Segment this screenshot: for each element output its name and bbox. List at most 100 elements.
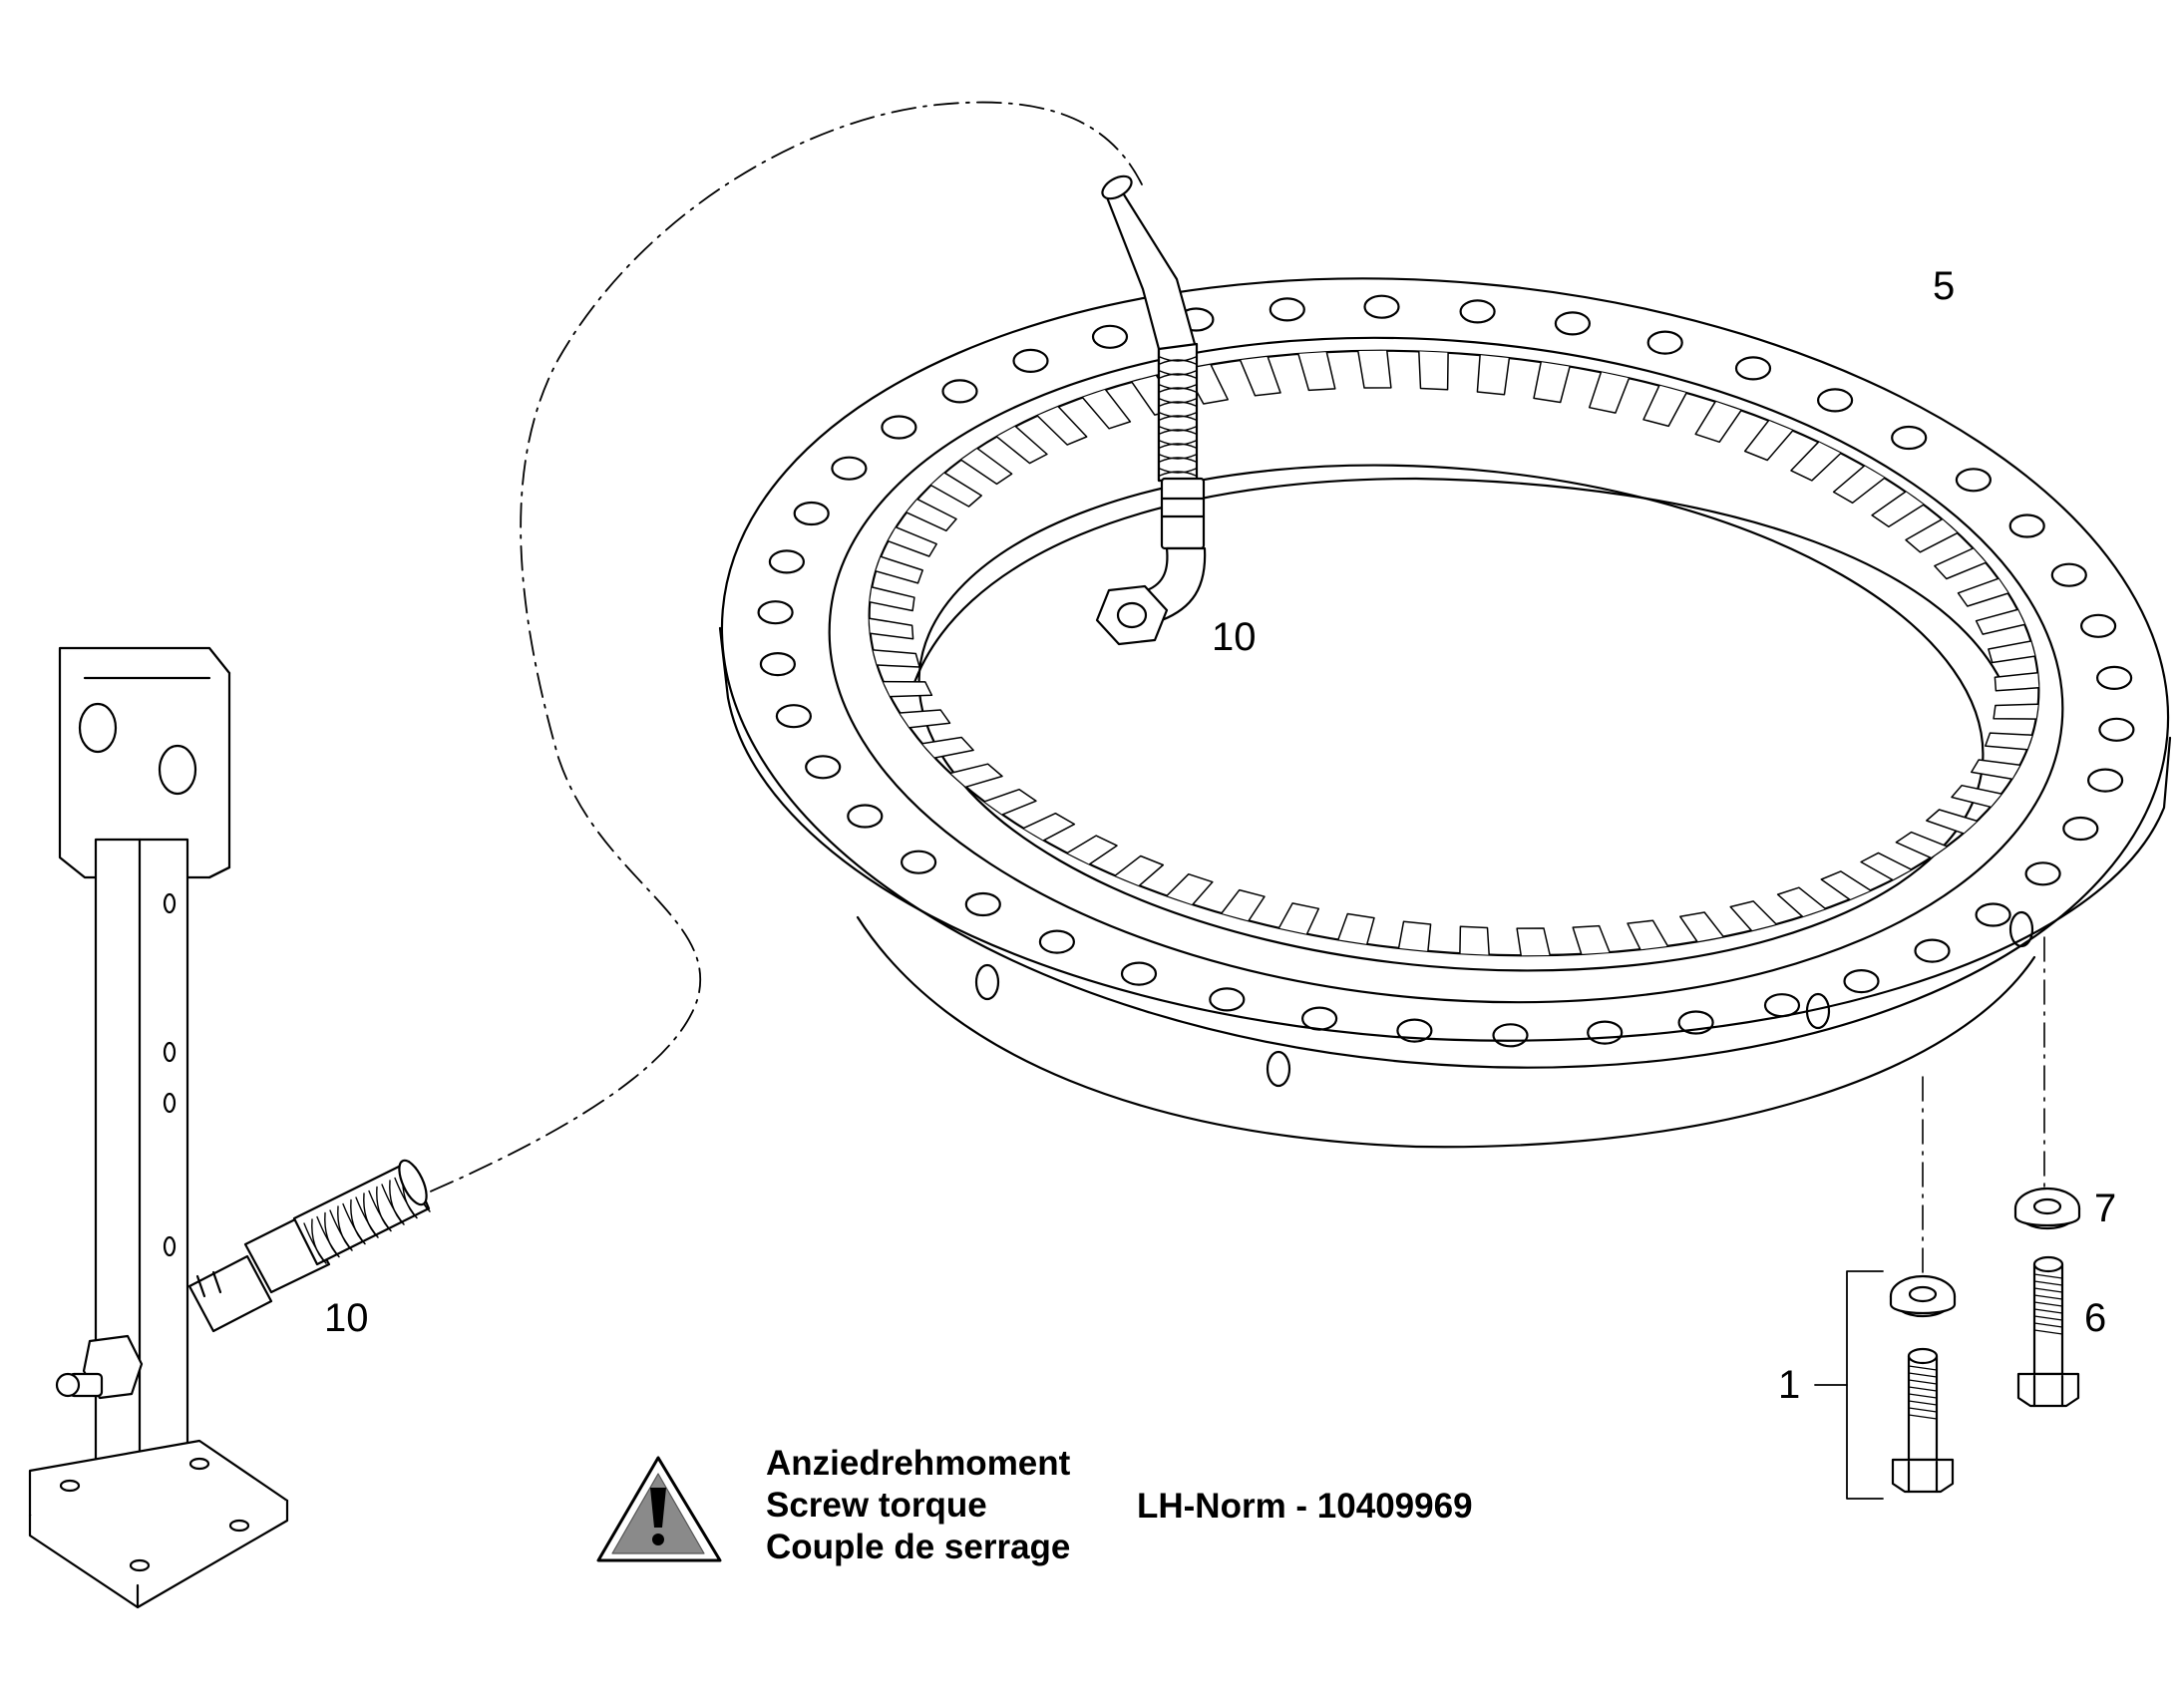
gear-tooth — [1337, 912, 1375, 945]
flange-hole — [805, 755, 842, 780]
flange-hole — [1914, 938, 1951, 963]
thread-line — [1908, 1393, 1938, 1399]
gear-tooth — [1627, 919, 1669, 950]
flange-hole — [757, 600, 794, 625]
flange-hole — [1396, 1018, 1433, 1043]
braid-line — [1159, 457, 1197, 463]
braid-line — [324, 1211, 340, 1258]
hose-lower — [187, 1159, 431, 1333]
gear-tooth — [929, 472, 982, 508]
flange-hole — [2050, 562, 2087, 587]
gear-tooth — [1926, 809, 1979, 835]
braid-line — [1159, 370, 1197, 376]
flange-hole — [1269, 297, 1305, 322]
gear-tooth — [1957, 577, 2009, 607]
gear-tooth — [1820, 870, 1872, 900]
ring-outer-side — [718, 626, 2172, 1042]
label-washer: 7 — [2094, 1187, 2116, 1230]
flange-hole — [1209, 987, 1246, 1012]
flange-hole — [900, 850, 937, 874]
gear-tooth — [1694, 401, 1742, 444]
braid-line — [363, 1193, 379, 1238]
gear-tooth — [868, 617, 914, 640]
braid-line — [376, 1186, 392, 1232]
flange-hole — [1363, 294, 1400, 319]
torque-note: Anziedrehmoment Screw torque Couple de s… — [766, 1443, 1070, 1568]
gear-tooth — [1790, 441, 1842, 482]
flange-hole — [1091, 324, 1129, 349]
gear-tooth — [1729, 900, 1777, 932]
flange-hole — [941, 379, 978, 404]
hose-upper — [1095, 174, 1207, 646]
bolt-1 — [1891, 1347, 1955, 1494]
hose-routing-line — [418, 101, 1143, 1197]
gear-tooth — [887, 526, 937, 557]
flange-hole — [847, 804, 884, 829]
flange-hole — [768, 549, 806, 574]
flange-hole — [1891, 425, 1928, 451]
gear-tooth — [1860, 852, 1913, 881]
thread-line — [1908, 1372, 1938, 1378]
braid-line — [1159, 356, 1197, 362]
side-hole — [2008, 910, 2034, 948]
flange-hole — [1646, 330, 1683, 355]
gear-tooth — [1985, 732, 2033, 751]
bolt-thread — [2033, 1273, 2063, 1335]
gear-tooth — [1114, 854, 1165, 886]
slewing-ring — [718, 277, 2172, 1149]
braid-line — [1159, 359, 1197, 365]
braid-line — [311, 1218, 327, 1264]
gear-tooth — [1476, 354, 1511, 396]
plate-hole — [158, 744, 197, 796]
thread-line — [2033, 1322, 2063, 1328]
braid-line — [1159, 398, 1197, 404]
thread-line — [1908, 1386, 1938, 1392]
braid-line — [1159, 384, 1197, 390]
gear-teeth — [868, 350, 2040, 956]
label-ring: 5 — [1933, 264, 1955, 308]
flange-hole — [1734, 356, 1772, 381]
thread-line — [1908, 1414, 1938, 1420]
label-bolt: 6 — [2084, 1296, 2106, 1340]
torque-note-french: Couple de serrage — [766, 1528, 1071, 1566]
gear-tooth — [875, 555, 923, 584]
gear-tooth — [1832, 465, 1886, 505]
plate-hole — [78, 702, 118, 754]
thread-line — [2033, 1280, 2063, 1286]
flange-hole — [1587, 1020, 1624, 1045]
braid-line — [1159, 401, 1197, 407]
label-hose-lower: 10 — [324, 1296, 369, 1340]
gear-tooth — [1066, 835, 1118, 865]
flange-hole — [2024, 861, 2061, 886]
gear-tooth — [1642, 384, 1687, 428]
gear-tooth — [1934, 547, 1987, 580]
gear-tooth — [1459, 925, 1490, 956]
gear-tooth — [1871, 491, 1925, 528]
gear-tooth — [899, 709, 951, 729]
gear-tooth — [869, 586, 915, 612]
braid-line — [350, 1198, 366, 1245]
braid-line — [337, 1205, 353, 1251]
flange-hole — [2008, 513, 2045, 538]
thread-line — [2033, 1308, 2063, 1314]
gear-tooth — [1572, 924, 1611, 955]
braid-line — [1159, 471, 1197, 477]
flange-hole — [1012, 348, 1049, 373]
gear-tooth — [995, 425, 1048, 465]
braid-line — [1159, 454, 1197, 460]
gear-tooth — [983, 788, 1037, 816]
washer-7 — [2013, 1187, 2081, 1230]
braid-line — [1159, 440, 1197, 446]
flange-hole — [1677, 1010, 1714, 1035]
flange-hole — [775, 704, 813, 729]
ring-lower-skirt — [856, 915, 2036, 1149]
gear-tooth — [1022, 812, 1076, 842]
gear-tooth — [1397, 920, 1432, 952]
post-tube — [94, 838, 189, 1520]
gear-tooth — [949, 763, 1003, 788]
thread-line — [2033, 1287, 2063, 1293]
side-hole — [1805, 992, 1831, 1030]
braid-line — [1159, 468, 1197, 474]
braid-line — [1159, 429, 1197, 435]
thread-line — [1908, 1400, 1938, 1406]
